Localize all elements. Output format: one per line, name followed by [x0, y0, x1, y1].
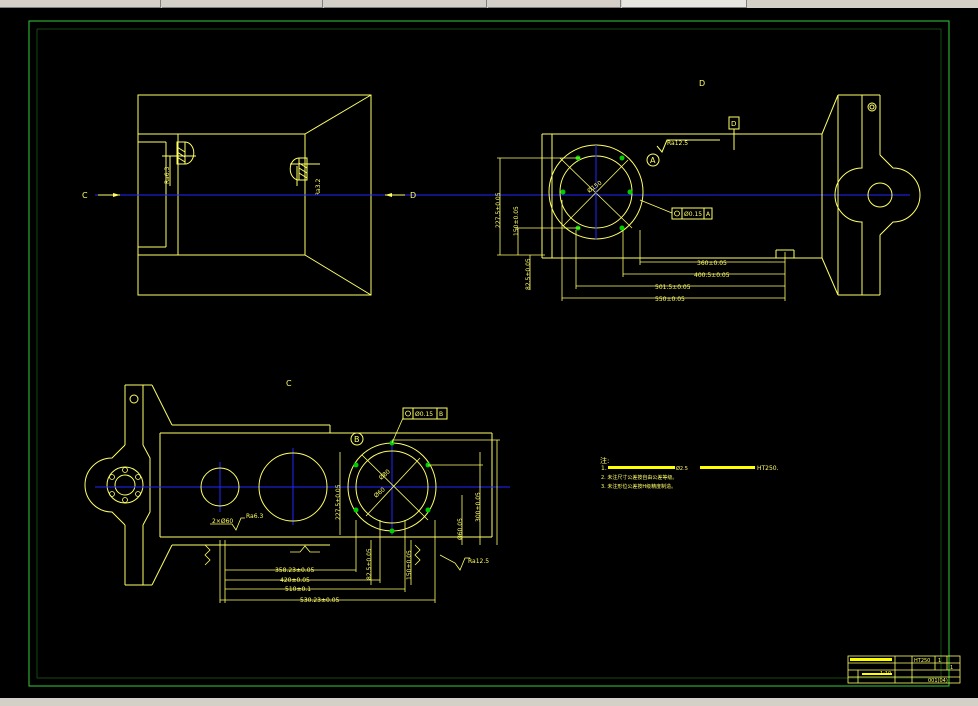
view-d-vdim: 82.5±0.05 [525, 258, 532, 290]
view-d-datum-a [646, 153, 660, 167]
view-c-vdim: 150±0.05 [406, 550, 413, 580]
view-d-dim: 360±0.05 [697, 260, 727, 267]
note-line3: 3. 未注形位公差按H级精度制造。 [601, 483, 676, 490]
toolbar-strip [0, 0, 978, 8]
toolbar-segment[interactable] [162, 0, 323, 8]
title-block-scale: 1:10 [880, 671, 891, 677]
view-d-dim: 501.5±0.05 [655, 284, 691, 291]
toolbar-segment[interactable] [324, 0, 487, 8]
title-block-qty: 1 [938, 658, 941, 664]
view-c-label: C [286, 379, 292, 388]
view-c-vertical-dims [339, 439, 500, 585]
view-d-datum-box-label: D [731, 120, 736, 128]
view-c-datum-b [350, 432, 364, 446]
view-d-horizontal-dims [561, 200, 786, 301]
view-c-vdim: 300±0.05 [475, 492, 482, 522]
view-c-horizontal-dims [219, 520, 436, 603]
toolbar-segment[interactable] [488, 0, 621, 8]
view-c-bottom-mark [290, 545, 320, 553]
view-c-diameter-line [361, 454, 429, 521]
view-c-hole-small [200, 467, 240, 507]
section-arrowhead-d [385, 193, 392, 197]
view-c-dim: 358.23±0.05 [275, 567, 315, 574]
view-c-roughness1: Ra6.3 [246, 513, 263, 520]
view-d-label: D [699, 79, 705, 88]
view-c-lugs [204, 544, 421, 566]
note-line1-mid: Ø2.5 [676, 465, 688, 472]
view-c-vdim: 82.5±0.05 [366, 548, 373, 580]
sheet-inner-border [36, 28, 942, 679]
view-c-tolerance-frame [402, 407, 448, 420]
status-strip [0, 698, 978, 706]
view-c-vdim: Ø60.05 [457, 518, 464, 540]
toolbar-segment[interactable] [0, 0, 161, 8]
view-d-tol-ref: A [706, 211, 711, 218]
view-d-tol-value: Ø0.15 [684, 211, 702, 218]
view-c-diameter-line [365, 457, 421, 517]
toolbar-segment-active[interactable] [622, 0, 747, 8]
title-block-drawing-no: 001(04) [928, 678, 948, 684]
view-c-datum-b-label: B [354, 435, 360, 444]
title-block [847, 655, 961, 684]
view-d-tolerance-frame [671, 207, 713, 220]
view-c-roughness-symbol2 [439, 554, 470, 571]
view-d-bolt-points [560, 155, 633, 231]
view-c-bolt-points [353, 440, 431, 534]
view-d-dim: 550±0.05 [655, 296, 685, 303]
view-c-hole-dim2: Ø60 [373, 486, 387, 499]
note-line1-tail: HT250. [757, 465, 779, 472]
view-d-roughness-symbol [656, 139, 720, 153]
view-c-tol-ref: B [439, 411, 443, 418]
view-d-datum-a-label: A [650, 156, 656, 165]
view-d-vdim: 150±0.05 [513, 206, 520, 236]
title-block-page: 1 [950, 665, 953, 671]
note-line1-highlight2 [700, 466, 755, 469]
drawing-viewport[interactable]: Ra6.3 Ra3.2 C D D [0, 8, 978, 698]
note-line1-highlight [608, 466, 675, 469]
note-number: 1. [601, 465, 607, 472]
title-block-name-bar [850, 658, 892, 661]
view-d-roughness: Ra12.5 [667, 140, 688, 147]
view-c-dim: 530.23±0.05 [300, 597, 340, 604]
view-c-holes-note: 2×Ø60 [212, 518, 233, 525]
position-tolerance-icon [405, 410, 411, 417]
view-d-dim: 400.5±0.05 [694, 272, 730, 279]
section-label-d: D [410, 191, 416, 200]
view-c-roughness2: Ra12.5 [468, 558, 489, 565]
technical-notes: 注: 1. Ø2.5 HT250. 2. 未注尺寸公差按自由公差等级。 3. 未… [600, 456, 779, 490]
title-block-material: HT250 [914, 658, 930, 664]
view-c-vdim: 227.5±0.05 [335, 484, 342, 520]
top-view [137, 94, 372, 296]
view-c-hole-large [258, 452, 328, 522]
top-view-right-mark: Ra3.2 [315, 179, 322, 196]
sheet-border [28, 20, 950, 687]
section-label-c: C [82, 191, 88, 200]
note-line2: 2. 未注尺寸公差按自由公差等级。 [601, 474, 677, 481]
view-d-tol-leader [639, 199, 673, 214]
section-arrowhead-c [113, 193, 120, 197]
view-c-tol-leader [391, 417, 404, 444]
top-view-left-mark: Ra6.3 [164, 167, 171, 184]
title-block-bar [862, 673, 892, 675]
notes-title: 注: [600, 456, 609, 465]
view-d-vertical-dims [497, 157, 580, 290]
view-c-dim: 420±0.05 [280, 577, 310, 584]
view-c-dim: 510±0.1 [285, 586, 311, 593]
position-tolerance-icon [674, 210, 680, 217]
view-c-roughness-symbol [210, 517, 245, 531]
view-d-outline [541, 94, 921, 296]
view-c-tol-value: Ø0.15 [415, 411, 433, 418]
cad-drawing: Ra6.3 Ra3.2 C D D [28, 20, 961, 687]
view-d-vdim: 227.5±0.05 [495, 192, 502, 228]
view-c-bore-inner [355, 450, 429, 524]
view-c-outline [84, 384, 493, 586]
view-c-flange-holes [109, 467, 141, 503]
view-c-hole-dim: Ø80 [378, 468, 392, 481]
